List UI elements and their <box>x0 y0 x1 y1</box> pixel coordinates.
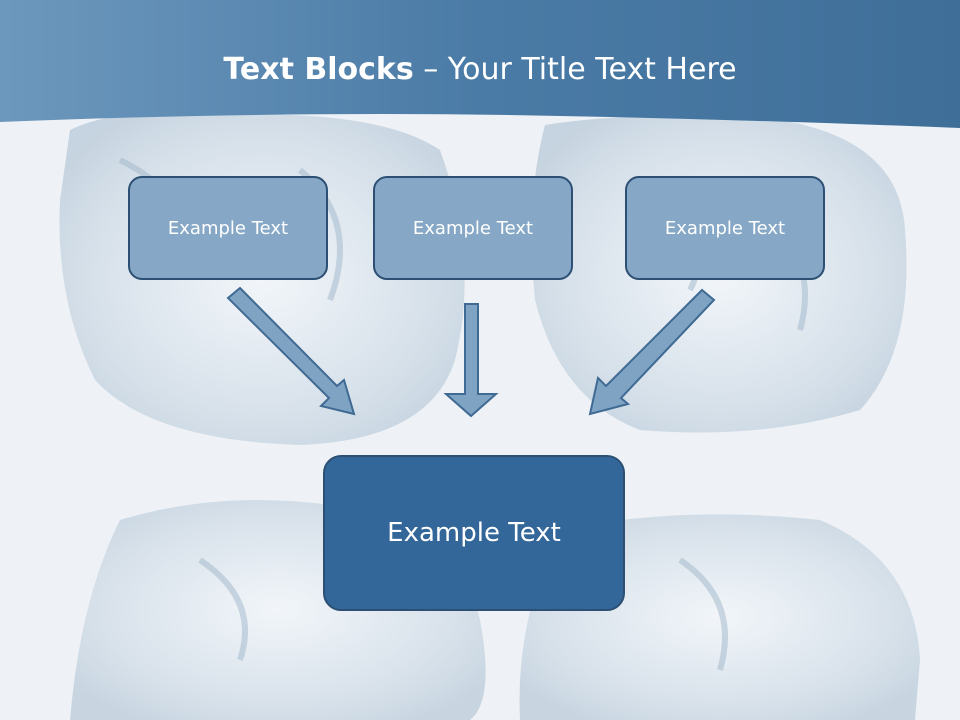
page-title: Text Blocks – Your Title Text Here <box>0 52 960 87</box>
arrow-right-icon <box>588 288 716 416</box>
text-block-1-label: Example Text <box>167 217 289 239</box>
text-block-2[interactable]: Example Text <box>373 176 573 280</box>
center-text-block[interactable]: Example Text <box>323 455 625 611</box>
arrow-middle-icon <box>443 303 499 418</box>
text-block-3[interactable]: Example Text <box>625 176 825 280</box>
center-text-block-label: Example Text <box>387 518 561 548</box>
text-block-2-label: Example Text <box>412 217 534 239</box>
arrow-left-icon <box>226 286 356 416</box>
text-block-3-label: Example Text <box>664 217 786 239</box>
text-block-1[interactable]: Example Text <box>128 176 328 280</box>
title-rest: – Your Title Text Here <box>413 52 737 87</box>
title-bold: Text Blocks <box>223 52 414 87</box>
